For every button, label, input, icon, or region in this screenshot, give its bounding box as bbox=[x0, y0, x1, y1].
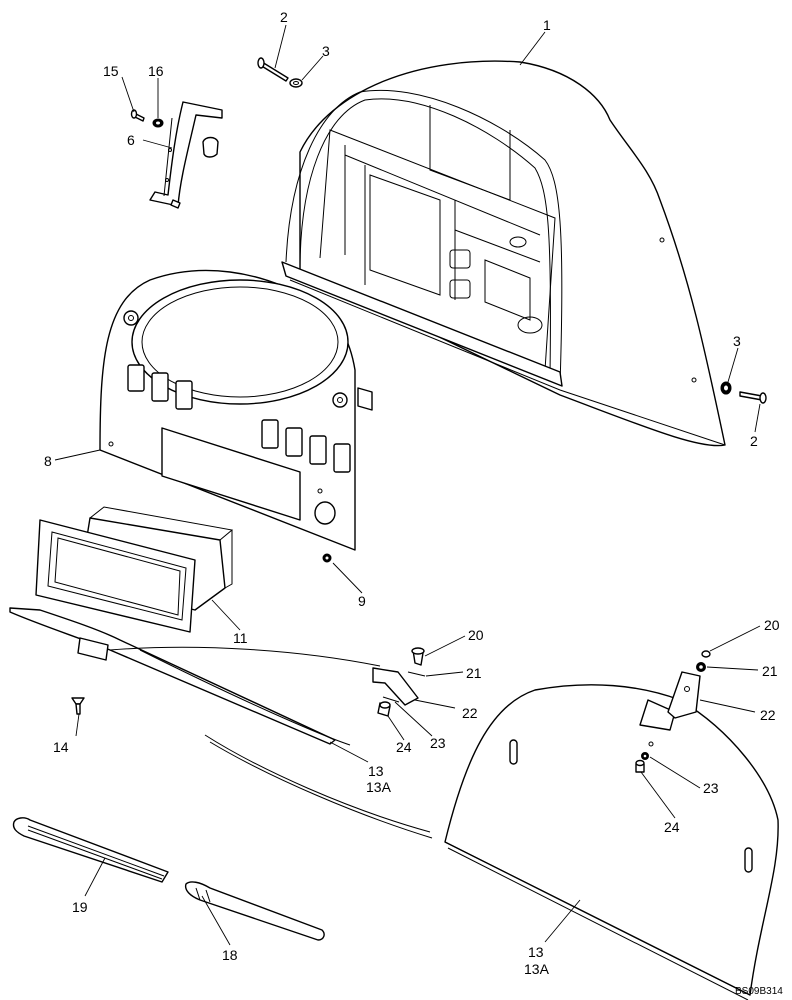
callout-16: 16 bbox=[148, 63, 164, 79]
callout-22: 22 bbox=[760, 707, 776, 723]
part-13-cover-left bbox=[9, 607, 433, 839]
callout-18: 18 bbox=[222, 947, 238, 963]
washer-21-right bbox=[696, 662, 706, 672]
callout-21: 21 bbox=[762, 663, 778, 679]
callout-3: 3 bbox=[733, 333, 741, 349]
washer-21-left bbox=[407, 671, 426, 677]
callout-23: 23 bbox=[430, 735, 446, 751]
screw-20-left bbox=[411, 647, 425, 666]
part-1-dash-housing bbox=[281, 60, 726, 447]
callout-3: 3 bbox=[322, 43, 330, 59]
callout-24: 24 bbox=[396, 739, 412, 755]
callout-24: 24 bbox=[664, 819, 680, 835]
washer-3-top bbox=[289, 78, 303, 88]
part-18-trim-strip bbox=[184, 881, 325, 941]
callout-9: 9 bbox=[358, 593, 366, 609]
drawing-reference: BS09B314 bbox=[735, 986, 783, 997]
callout-23: 23 bbox=[703, 780, 719, 796]
screw-2-right bbox=[739, 391, 767, 404]
washer-23-left bbox=[382, 696, 400, 703]
nut-24-left bbox=[377, 701, 391, 717]
callout-14: 14 bbox=[53, 739, 69, 755]
part-11-storage-tray bbox=[35, 506, 234, 633]
callout-2: 2 bbox=[750, 433, 758, 449]
callout-15: 15 bbox=[103, 63, 119, 79]
callout-2: 2 bbox=[280, 9, 288, 25]
bracket-22-right bbox=[639, 671, 701, 731]
washer-23-right bbox=[641, 752, 649, 760]
part-13-cover-right bbox=[444, 684, 779, 1000]
bracket-22-left bbox=[372, 667, 419, 706]
screw-2-top bbox=[257, 57, 289, 82]
callout-1: 1 bbox=[543, 17, 551, 33]
clip-9 bbox=[322, 553, 332, 563]
callout-22: 22 bbox=[462, 705, 478, 721]
callout-11: 11 bbox=[233, 630, 248, 646]
callout-8: 8 bbox=[44, 453, 52, 469]
screw-14 bbox=[71, 697, 85, 715]
screw-15 bbox=[130, 109, 145, 122]
washer-3-right bbox=[720, 381, 732, 395]
part-8-instrument-panel bbox=[99, 269, 373, 551]
callout-20: 20 bbox=[764, 617, 780, 633]
callout-6: 6 bbox=[127, 132, 135, 148]
leader-lines bbox=[54, 24, 761, 946]
callout-19: 19 bbox=[72, 899, 88, 915]
nut-24-right bbox=[635, 759, 645, 773]
washer-16 bbox=[152, 118, 164, 128]
callout-13A: 13A bbox=[366, 779, 392, 795]
screw-20-right bbox=[701, 650, 711, 658]
callout-13: 13 bbox=[528, 944, 544, 960]
part-19-trim-strip bbox=[12, 817, 169, 883]
callout-21: 21 bbox=[466, 665, 482, 681]
part-6-bracket bbox=[149, 101, 223, 209]
callout-labels: 1 2 3 15 16 6 3 2 8 9 11 20 21 22 23 24 … bbox=[44, 9, 783, 997]
callout-20: 20 bbox=[468, 627, 484, 643]
callout-13A: 13A bbox=[524, 961, 550, 977]
callout-13: 13 bbox=[368, 763, 384, 779]
